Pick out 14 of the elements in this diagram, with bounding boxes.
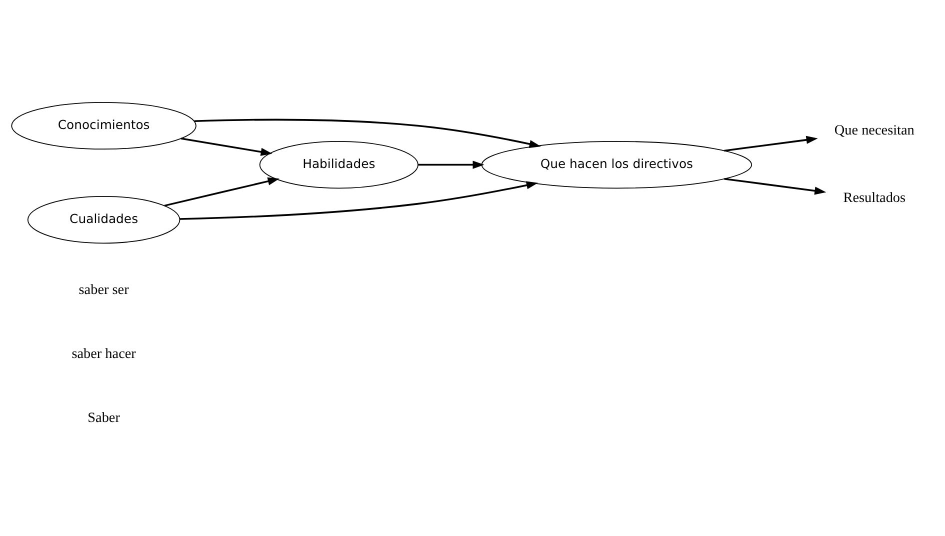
arrow (724, 135, 818, 152)
label: saber ser (78, 282, 129, 298)
arrow (418, 160, 484, 168)
arrow (194, 118, 541, 148)
node-ellipse: Cualidades (27, 195, 180, 244)
arrow (164, 176, 280, 206)
label: Saber (88, 409, 120, 426)
arrow (724, 177, 826, 194)
node-text: Que necesitan (834, 122, 914, 138)
label: saber hacer (72, 345, 136, 362)
arrow (180, 180, 538, 220)
node-ellipse: Conocimientos (11, 101, 196, 150)
arrow (180, 137, 272, 156)
node-text: Resultados (843, 189, 906, 206)
